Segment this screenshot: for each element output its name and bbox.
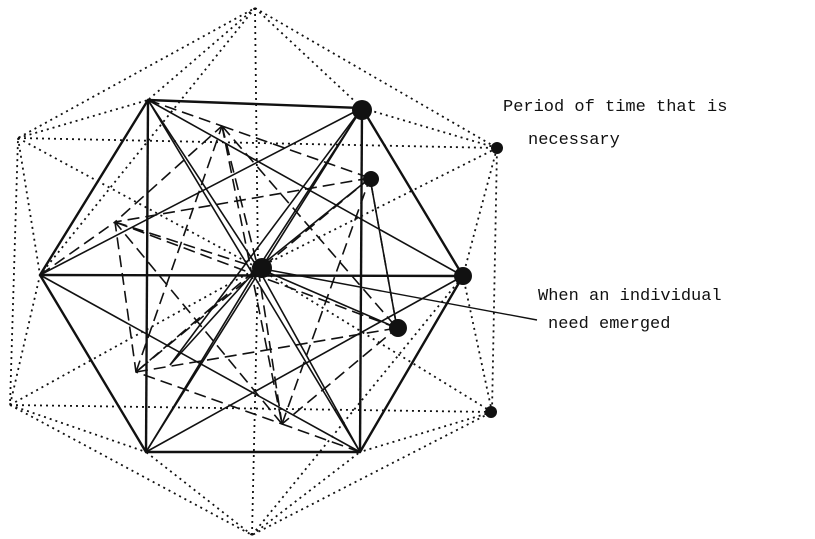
dotted-edge: [147, 7, 256, 101]
dotted-edge: [359, 411, 493, 453]
dotted-edge: [462, 147, 498, 277]
dashed-line: [114, 221, 259, 269]
outer-dotted-frame: [9, 6, 498, 537]
solid-line: [145, 107, 363, 453]
vertex-dot: [363, 171, 379, 187]
dashed-inner-figure: [39, 99, 398, 453]
dashed-line: [281, 423, 361, 453]
dotted-edge: [251, 267, 259, 536]
solid-line: [147, 99, 464, 277]
dotted-edge: [254, 7, 363, 109]
dashed-line: [135, 267, 259, 373]
dotted-edge: [9, 404, 147, 453]
dotted-edge: [17, 137, 498, 149]
need-emerged-label-line2: need emerged: [548, 315, 671, 334]
dotted-edge: [251, 275, 464, 536]
dashed-line: [39, 221, 116, 276]
dashed-line: [114, 177, 371, 223]
dotted-edge: [145, 451, 253, 536]
need-emerged-label-line1: When an individual: [538, 287, 722, 306]
dashed-line: [221, 125, 259, 269]
dashed-line: [147, 99, 223, 127]
vertex-dots: [252, 100, 503, 418]
dotted-edge: [257, 267, 493, 413]
vertex-dot: [389, 319, 407, 337]
solid-line: [147, 99, 259, 269]
dashed-line: [135, 327, 398, 373]
time-period-label-line1: Period of time that is: [503, 98, 728, 117]
time-period-label-line2: necessary: [528, 131, 620, 150]
dotted-edge: [254, 7, 259, 269]
solid-edge: [358, 107, 364, 453]
solid-line: [257, 267, 361, 453]
dotted-edge: [257, 147, 498, 269]
dotted-edge: [251, 451, 361, 536]
dashed-line: [257, 267, 283, 425]
dotted-edge: [17, 137, 41, 276]
solid-line: [145, 275, 464, 453]
vertex-dot: [491, 142, 503, 154]
dashed-line: [135, 177, 371, 373]
solid-line: [145, 267, 259, 453]
dashed-line: [114, 221, 283, 425]
dotted-edge: [9, 274, 41, 406]
dashed-line: [135, 125, 223, 373]
dotted-edge: [17, 99, 149, 139]
dotted-edge: [462, 275, 493, 413]
solid-line: [369, 177, 398, 329]
dashed-line: [221, 125, 398, 329]
dotted-edge: [9, 404, 493, 413]
solid-line: [169, 107, 363, 366]
solid-line: [169, 267, 259, 366]
annotation-leader-line: [257, 267, 538, 321]
center-dot: [252, 258, 272, 278]
solid-line: [39, 107, 363, 276]
vertex-dot: [454, 267, 472, 285]
dashed-line: [281, 177, 371, 425]
vertex-dot: [485, 406, 497, 418]
vertex-dot: [352, 100, 372, 120]
